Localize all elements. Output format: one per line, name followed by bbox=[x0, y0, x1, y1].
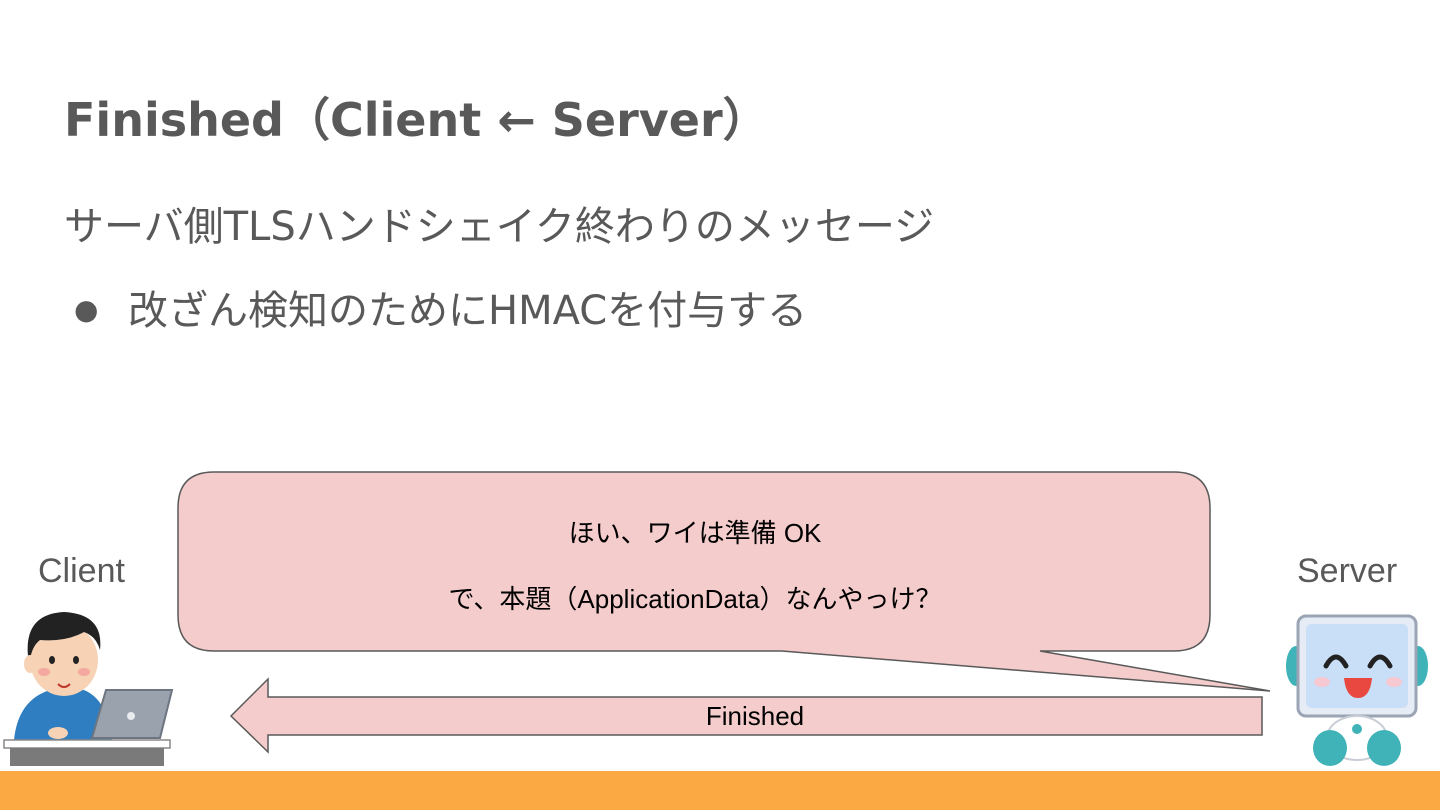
slide-title: Finished（Client ← Server） bbox=[64, 93, 769, 147]
client-person-laptop-icon bbox=[3, 612, 174, 766]
client-label: Client bbox=[38, 552, 125, 590]
speech-bubble bbox=[177, 471, 1271, 692]
bullet-item: ● 改ざん検知のためにHMACを付与する bbox=[74, 278, 807, 336]
speech-bubble-line2: で、本題（ApplicationData）なんやっけ？ bbox=[448, 584, 942, 614]
bullet-marker: ● bbox=[74, 292, 99, 326]
server-label: Server bbox=[1297, 552, 1398, 590]
bullet-text: 改ざん検知のためにHMACを付与する bbox=[128, 288, 808, 334]
footer-bar bbox=[0, 771, 1440, 810]
arrow-label: Finished bbox=[705, 701, 805, 731]
slide-subtitle: サーバ側TLSハンドシェイク終わりのメッセージ bbox=[64, 204, 935, 250]
server-robot-icon bbox=[1286, 614, 1428, 766]
finished-arrow bbox=[229, 677, 1263, 754]
speech-bubble-line1: ほい、ワイは準備 OK bbox=[568, 518, 822, 548]
